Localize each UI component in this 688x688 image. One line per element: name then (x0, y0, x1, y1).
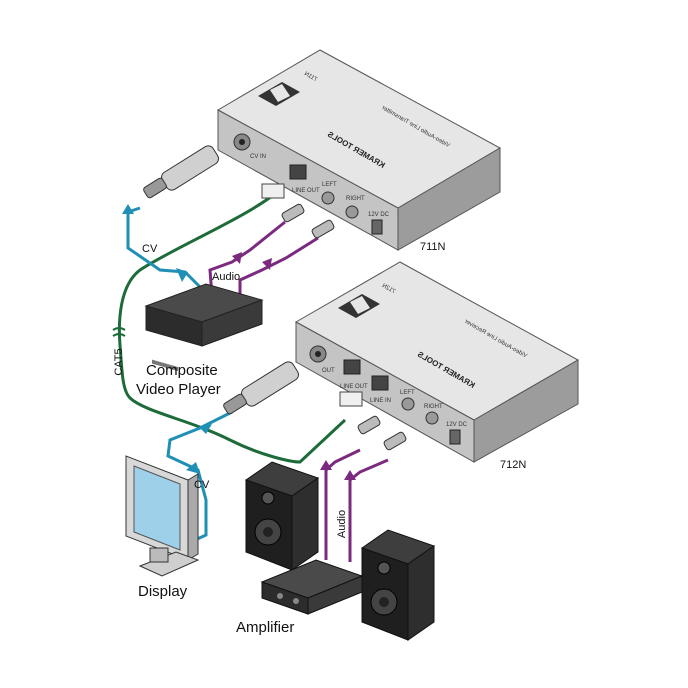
left-label: LEFT (322, 182, 337, 188)
audio-arrow-bottom-2 (344, 470, 356, 480)
right-rca[interactable] (425, 411, 439, 425)
cv-in-label: CV IN (250, 154, 266, 160)
line-in-port[interactable] (371, 375, 389, 391)
audio-cable-bottom-right (348, 458, 389, 562)
amplifier-label: Amplifier (236, 619, 294, 636)
cv-cable-bottom (166, 410, 233, 542)
device-side (473, 359, 579, 463)
left-label: LEFT (400, 390, 415, 396)
audio-label-top: Audio (212, 271, 240, 283)
cv-arrow-player (176, 268, 188, 282)
cat5-plug (339, 391, 363, 407)
device-side (397, 147, 501, 251)
display-label: Display (138, 583, 188, 600)
rca-plug-left (357, 415, 381, 435)
kramer-logo (258, 82, 300, 106)
power-label: 12V DC (368, 212, 390, 218)
kramer-logo (338, 294, 380, 318)
composite-player-label-1: Composite (146, 362, 218, 379)
cv-label-bottom: CV (194, 479, 210, 491)
audio-label-bottom: Audio (336, 510, 348, 538)
audio-cable-bottom-left (324, 448, 361, 560)
right-label: RIGHT (346, 196, 365, 202)
bnc-plug-712 (223, 361, 299, 415)
composite-player-label-2: Video Player (136, 381, 221, 398)
cv-arrow-mid (200, 424, 212, 434)
audio-arrow-bottom-1 (320, 460, 332, 470)
bnc-plug-711 (143, 145, 219, 199)
line-out-label: LINE OUT (340, 384, 368, 390)
audio-cable-top-left (208, 220, 286, 297)
right-label: RIGHT (424, 404, 443, 410)
rca-plug-left (281, 203, 305, 223)
cv-cable-top (126, 206, 207, 294)
power-label: 12V DC (446, 422, 468, 428)
display-monitor (125, 455, 200, 577)
cv-arrow-top (122, 204, 134, 214)
rca-plug-right (311, 219, 335, 239)
line-out-port[interactable] (343, 359, 361, 375)
rca-plug-right (383, 431, 407, 451)
left-rca[interactable] (321, 191, 335, 205)
cat5-break-mark (112, 327, 126, 337)
cv-arrow-bottom (186, 462, 200, 474)
model-label-711n: 711N (420, 241, 446, 253)
power-jack[interactable] (371, 219, 383, 235)
amplifier (260, 559, 364, 615)
cat5-plug (261, 183, 285, 199)
right-rca[interactable] (345, 205, 359, 219)
power-jack[interactable] (449, 429, 461, 445)
audio-arrow-top-2 (262, 258, 272, 270)
speaker-left (244, 461, 320, 571)
receiver-712n: KRAMER TOOLS Video-Audio Line Receiver 7… (223, 261, 580, 471)
line-out-port[interactable] (289, 164, 307, 180)
out-label: OUT (322, 368, 335, 374)
cat5-label: CAT5 (113, 348, 125, 375)
composite-video-player (144, 283, 264, 372)
cat5-cable (117, 194, 347, 464)
line-out-label: LINE OUT (292, 188, 320, 194)
speaker-right (360, 529, 436, 641)
audio-arrow-top-1 (232, 252, 242, 264)
line-in-label: LINE IN (370, 398, 391, 404)
left-rca[interactable] (401, 397, 415, 411)
audio-cable-top-right (238, 236, 319, 298)
transmitter-711n: KRAMER TOOLS Video-Audio Line Transmitte… (143, 49, 502, 253)
model-label-712n: 712N (500, 459, 526, 471)
cv-label-top: CV (142, 243, 158, 255)
